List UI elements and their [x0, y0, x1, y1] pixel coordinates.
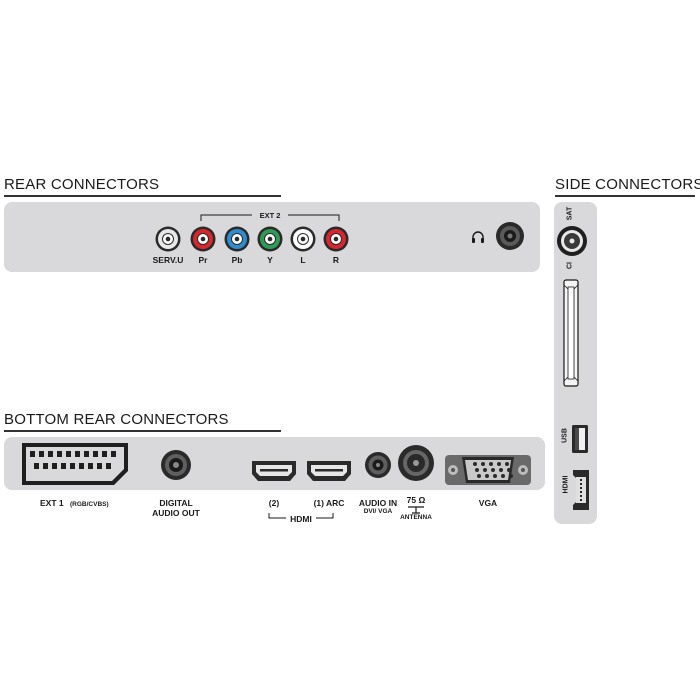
sat-connector[interactable] [556, 225, 588, 257]
side-hdmi-port[interactable] [571, 469, 591, 511]
rca-jack-l[interactable] [290, 226, 316, 252]
antenna-label: ANTENNA [400, 514, 432, 521]
rca-jack-label: Y [267, 255, 273, 265]
hdmi-1-arc-label: (1) ARC [313, 498, 345, 508]
rca-jack-label: Pr [198, 255, 208, 265]
scart-ext1-connector[interactable] [20, 441, 130, 487]
antenna-ground-icon [408, 506, 424, 514]
headphone-jack[interactable] [495, 221, 525, 251]
audio-in-jack[interactable] [364, 451, 392, 479]
audio-in-label: AUDIO IN DVI/ VGA [352, 498, 404, 515]
rear-heading-rule [4, 195, 281, 197]
side-connectors-heading: SIDE CONNECTORS [555, 176, 700, 193]
digital-audio-line1: DIGITAL [159, 498, 193, 508]
ci-label: CI [566, 262, 574, 269]
rca-jack-label: Pb [231, 255, 243, 265]
ci-slot[interactable] [563, 279, 579, 387]
ext1-name: EXT 1 [40, 498, 64, 508]
ext2-bracket [200, 214, 340, 221]
rear-connectors-heading: REAR CONNECTORS [4, 176, 160, 193]
hdmi-group-label: HDMI [290, 514, 312, 524]
side-heading-rule [555, 195, 695, 197]
vga-label: VGA [478, 498, 498, 508]
rca-jack-r[interactable] [323, 226, 349, 252]
vga-connector[interactable] [444, 452, 532, 488]
ext1-sub: (RGB/CVBS) [70, 501, 109, 508]
side-hdmi-label: HDMI [562, 475, 570, 494]
digital-audio-line2: AUDIO OUT [152, 508, 200, 518]
rca-jack-y[interactable] [257, 226, 283, 252]
usb-label: USB [561, 428, 569, 443]
rca-jack-label: R [332, 255, 340, 265]
hdmi-group-bracket [268, 513, 334, 519]
headphone-icon [472, 231, 484, 243]
ext1-label: EXT 1 (RGB/CVBS) [40, 498, 109, 508]
antenna-connector[interactable] [397, 444, 435, 482]
audio-in-line1: AUDIO IN [358, 498, 398, 508]
rca-jack-servu[interactable] [155, 226, 181, 252]
digital-audio-label: DIGITAL AUDIO OUT [143, 498, 209, 518]
antenna-ohm-label: 75 Ω [406, 495, 426, 505]
rca-jack-label: L [300, 255, 306, 265]
hdmi-1-arc-port[interactable] [306, 460, 352, 482]
hdmi-2-label: (2) [268, 498, 280, 508]
usb-port[interactable] [571, 424, 589, 454]
rca-jack-pb[interactable] [224, 226, 250, 252]
audio-in-line2: DVI/ VGA [363, 508, 393, 515]
digital-audio-out-jack[interactable] [160, 449, 192, 481]
sat-label: SAT [566, 206, 574, 221]
rca-jack-label: SERV.U [152, 255, 184, 265]
ext2-label: EXT 2 [259, 211, 281, 220]
rca-jack-pr[interactable] [190, 226, 216, 252]
bottom-rear-connectors-heading: BOTTOM REAR CONNECTORS [4, 411, 229, 428]
bottom-heading-rule [4, 430, 281, 432]
hdmi-2-port[interactable] [251, 460, 297, 482]
